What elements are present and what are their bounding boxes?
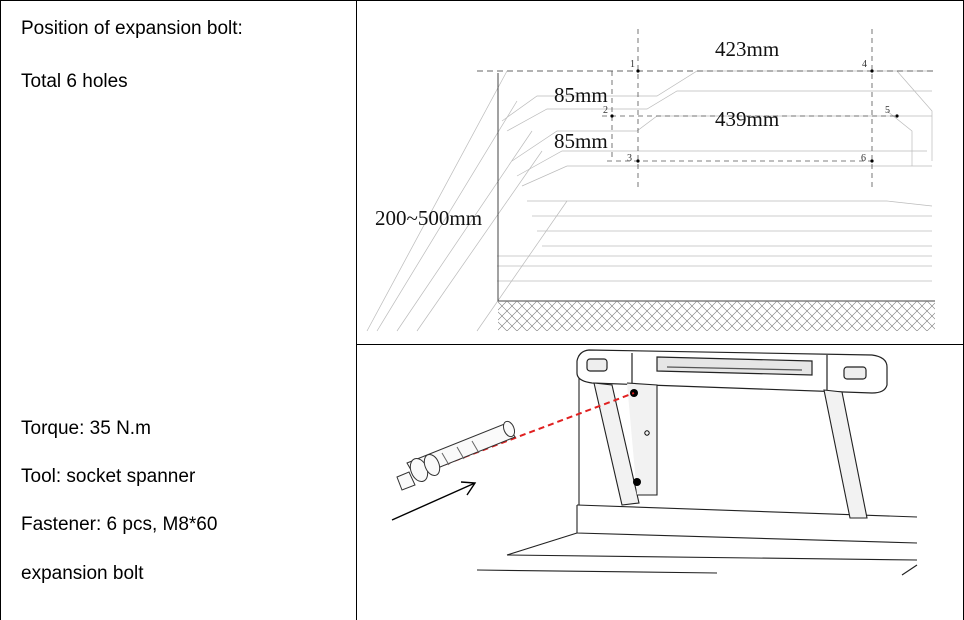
hole-label-5: 5 (885, 105, 890, 116)
hole-marker-6 (870, 159, 874, 163)
table-divider-column (356, 0, 357, 620)
direction-arrow-icon (391, 481, 477, 521)
perspective-lines (366, 70, 933, 332)
total-holes-text: Total 6 holes (21, 71, 128, 92)
dim-height: 200~500mm (375, 206, 482, 230)
table-border-top (0, 0, 964, 1)
installation-drawing (391, 349, 918, 576)
fastener-text-cont: expansion bolt (21, 563, 144, 584)
hole-label-3: 3 (627, 153, 632, 164)
hole-marker-1 (636, 69, 640, 73)
hole-marker-4 (870, 69, 874, 73)
tool-text: Tool: socket spanner (21, 466, 196, 487)
hole-label-6: 6 (861, 153, 866, 164)
hole-marker-5 (895, 114, 899, 118)
hole-marker-2 (610, 114, 614, 118)
ground-hatch (498, 301, 935, 331)
bench-legs (593, 382, 868, 519)
expansion-bolt-icon (396, 420, 516, 491)
bench-frame (576, 349, 888, 394)
dim-85-lower: 85mm (554, 129, 608, 153)
dim-85-upper: 85mm (554, 83, 608, 107)
anchor-hole-lower (633, 478, 641, 486)
hole-layout-drawing: 1 2 3 4 5 6 423mm 439mm 85mm 85mm 200~50… (366, 29, 935, 332)
wall-outline (477, 70, 935, 302)
table-border-left (0, 0, 1, 620)
dim-439: 439mm (715, 107, 779, 131)
torque-text: Torque: 35 N.m (21, 418, 151, 439)
hole-label-1: 1 (630, 59, 635, 70)
insertion-path (416, 392, 635, 476)
position-title: Position of expansion bolt: (21, 18, 243, 39)
fastener-text: Fastener: 6 pcs, M8*60 (21, 514, 218, 535)
hole-markers (610, 69, 899, 163)
dim-423: 423mm (715, 37, 779, 61)
hole-label-4: 4 (862, 59, 867, 70)
anchor-hole-mid (644, 430, 650, 436)
table-divider-row (356, 344, 964, 345)
hole-marker-3 (636, 159, 640, 163)
hole-label-2: 2 (603, 105, 608, 116)
